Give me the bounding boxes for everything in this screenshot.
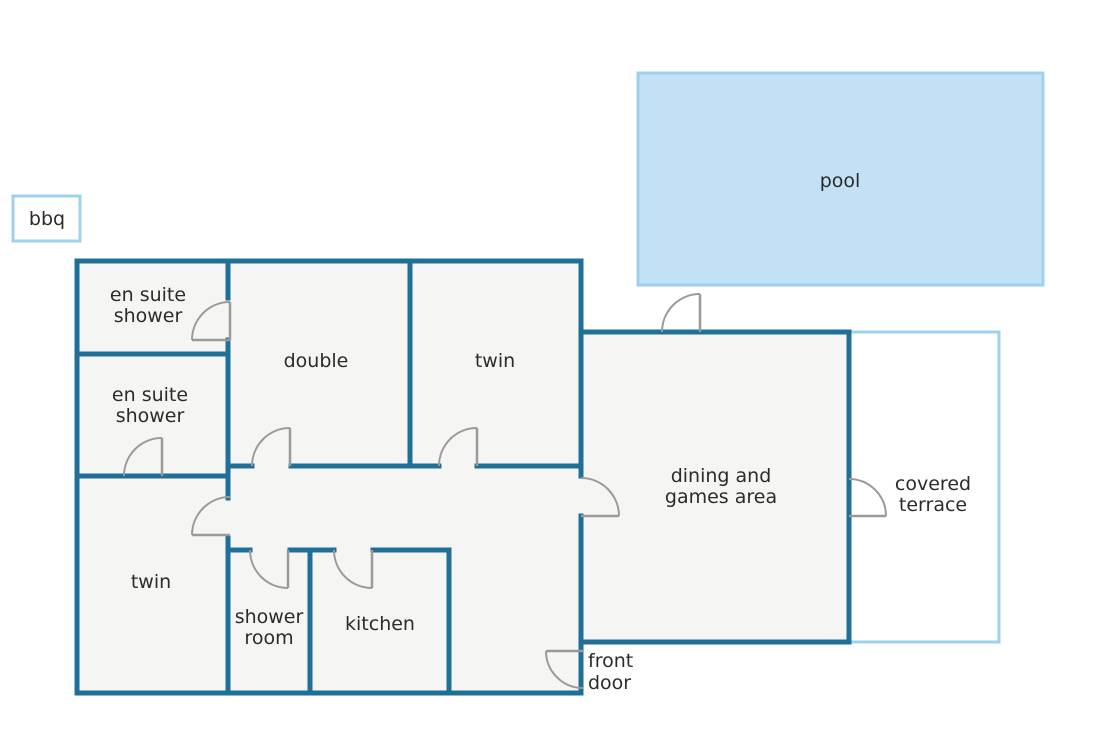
dining-floor: [581, 332, 849, 642]
walls: [74, 258, 852, 696]
covered-terrace-outline: [850, 330, 1001, 644]
bbq-box: [11, 194, 82, 243]
doors: [123, 293, 887, 689]
en-suite-2-label-line1: en suite: [112, 384, 188, 406]
double-label: double: [284, 350, 349, 372]
front-door-label-line2: door: [588, 672, 631, 694]
front-door-label-line1: front: [588, 650, 633, 672]
dining-label-line2: games area: [665, 486, 777, 508]
terrace-label-line2: terrace: [899, 494, 967, 516]
dining-label-line1: dining and: [671, 465, 772, 487]
kitchen-label: kitchen: [345, 613, 415, 635]
en-suite-1-label-line1: en suite: [110, 284, 186, 306]
shower-room-label-line2: room: [244, 627, 293, 649]
en-suite-2-label-line2: shower: [116, 405, 185, 427]
shower-room-label-line1: shower: [235, 606, 304, 628]
pool-area: [636, 71, 1045, 287]
twin-top-label: twin: [475, 350, 515, 372]
bbq-label: bbq: [29, 208, 65, 230]
room-labels: bbq pool en suite shower en suite shower…: [29, 170, 971, 694]
terrace-label-line1: covered: [895, 473, 971, 495]
twin-left-label: twin: [131, 571, 171, 593]
en-suite-1-label-line2: shower: [114, 305, 183, 327]
pool-label: pool: [820, 170, 861, 192]
